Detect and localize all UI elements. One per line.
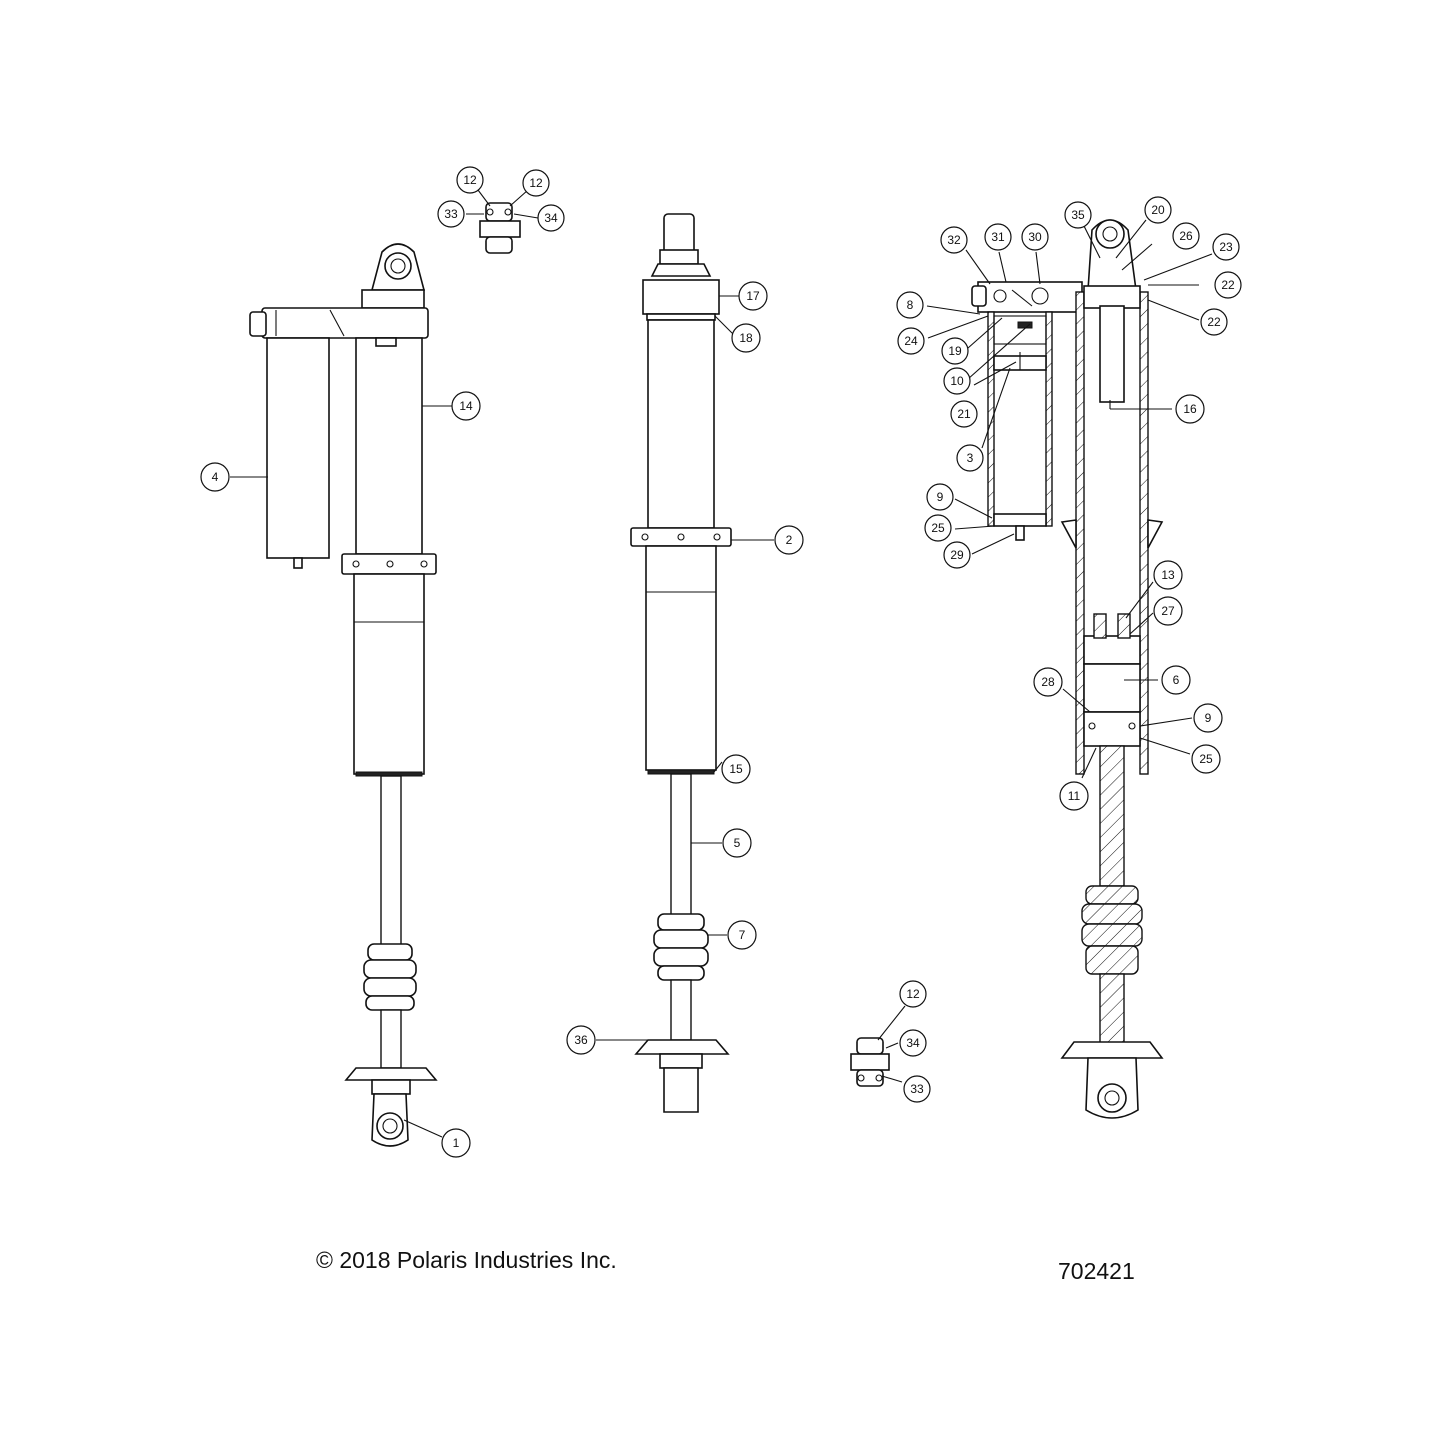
callout-29: 29 bbox=[943, 541, 971, 569]
svg-text:16: 16 bbox=[1183, 402, 1197, 416]
svg-text:4: 4 bbox=[212, 470, 219, 484]
callout-16: 16 bbox=[1175, 394, 1205, 424]
callout-17: 17 bbox=[738, 281, 768, 311]
svg-text:19: 19 bbox=[948, 344, 962, 358]
leader-lines bbox=[230, 189, 1213, 1138]
callouts: 12 12 33 34 4 14 1 17 18 2 15 5 7 36 12 … bbox=[200, 166, 1242, 1158]
svg-text:33: 33 bbox=[444, 207, 458, 221]
callout-25: 25 bbox=[1191, 744, 1221, 774]
svg-text:13: 13 bbox=[1161, 568, 1175, 582]
callout-22: 22 bbox=[1214, 271, 1242, 299]
callout-6: 6 bbox=[1161, 665, 1191, 695]
callout-19: 19 bbox=[941, 337, 969, 365]
svg-text:34: 34 bbox=[906, 1036, 920, 1050]
svg-text:21: 21 bbox=[957, 407, 971, 421]
callout-9: 9 bbox=[1193, 703, 1223, 733]
svg-text:35: 35 bbox=[1071, 208, 1085, 222]
svg-text:22: 22 bbox=[1221, 278, 1235, 292]
callout-26: 26 bbox=[1172, 222, 1200, 250]
svg-text:28: 28 bbox=[1041, 675, 1055, 689]
svg-text:29: 29 bbox=[950, 548, 964, 562]
svg-text:12: 12 bbox=[529, 176, 543, 190]
svg-text:25: 25 bbox=[1199, 752, 1213, 766]
callout-12: 12 bbox=[899, 980, 927, 1008]
callout-9: 9 bbox=[926, 483, 954, 511]
middle-shock-assembly bbox=[630, 213, 732, 1113]
figure-number: 702421 bbox=[1058, 1258, 1135, 1284]
callout-1: 1 bbox=[441, 1128, 471, 1158]
svg-text:10: 10 bbox=[950, 374, 964, 388]
svg-text:9: 9 bbox=[1205, 711, 1212, 725]
svg-text:6: 6 bbox=[1173, 673, 1180, 687]
callout-22: 22 bbox=[1200, 308, 1228, 336]
svg-text:31: 31 bbox=[991, 230, 1005, 244]
callout-24: 24 bbox=[897, 327, 925, 355]
callout-21: 21 bbox=[950, 400, 978, 428]
callout-34: 34 bbox=[537, 204, 565, 232]
copyright-text: © 2018 Polaris Industries Inc. bbox=[316, 1247, 617, 1273]
svg-text:11: 11 bbox=[1068, 789, 1081, 803]
callout-31: 31 bbox=[984, 223, 1012, 251]
svg-text:15: 15 bbox=[729, 762, 743, 776]
svg-text:25: 25 bbox=[931, 521, 945, 535]
bearing-set-bottom bbox=[850, 1037, 890, 1087]
callout-33: 33 bbox=[903, 1075, 931, 1103]
callout-18: 18 bbox=[731, 323, 761, 353]
callout-23: 23 bbox=[1212, 233, 1240, 261]
svg-text:14: 14 bbox=[459, 399, 473, 413]
bearing-set-top bbox=[479, 202, 521, 254]
callout-12: 12 bbox=[522, 169, 550, 197]
svg-text:32: 32 bbox=[947, 233, 961, 247]
callout-11: 11 bbox=[1059, 781, 1089, 811]
svg-text:23: 23 bbox=[1219, 240, 1233, 254]
callout-33: 33 bbox=[437, 200, 465, 228]
svg-text:27: 27 bbox=[1161, 604, 1175, 618]
callout-36: 36 bbox=[566, 1025, 596, 1055]
callout-5: 5 bbox=[722, 828, 752, 858]
callout-30: 30 bbox=[1021, 223, 1049, 251]
svg-text:22: 22 bbox=[1207, 315, 1221, 329]
svg-text:20: 20 bbox=[1151, 203, 1165, 217]
right-shock-cross-section bbox=[971, 219, 1164, 1119]
callout-35: 35 bbox=[1064, 201, 1092, 229]
callout-28: 28 bbox=[1033, 667, 1063, 697]
callout-8: 8 bbox=[896, 291, 924, 319]
svg-text:2: 2 bbox=[786, 533, 793, 547]
svg-text:17: 17 bbox=[746, 289, 760, 303]
svg-text:30: 30 bbox=[1028, 230, 1042, 244]
callout-4: 4 bbox=[200, 462, 230, 492]
svg-text:26: 26 bbox=[1179, 229, 1193, 243]
svg-text:8: 8 bbox=[907, 298, 914, 312]
svg-text:24: 24 bbox=[904, 334, 918, 348]
callout-25: 25 bbox=[924, 514, 952, 542]
callout-27: 27 bbox=[1153, 596, 1183, 626]
callout-34: 34 bbox=[899, 1029, 927, 1057]
svg-text:18: 18 bbox=[739, 331, 753, 345]
svg-text:7: 7 bbox=[739, 928, 746, 942]
callout-10: 10 bbox=[943, 367, 971, 395]
svg-text:5: 5 bbox=[734, 836, 741, 850]
svg-text:12: 12 bbox=[906, 987, 920, 1001]
callout-2: 2 bbox=[774, 525, 804, 555]
callout-14: 14 bbox=[451, 391, 481, 421]
callout-3: 3 bbox=[956, 444, 984, 472]
svg-text:36: 36 bbox=[574, 1033, 588, 1047]
svg-text:1: 1 bbox=[453, 1136, 460, 1150]
callout-20: 20 bbox=[1144, 196, 1172, 224]
svg-text:12: 12 bbox=[463, 173, 477, 187]
callout-12: 12 bbox=[456, 166, 484, 194]
svg-text:34: 34 bbox=[544, 211, 558, 225]
svg-text:9: 9 bbox=[937, 490, 944, 504]
callout-32: 32 bbox=[940, 226, 968, 254]
callout-7: 7 bbox=[727, 920, 757, 950]
svg-text:33: 33 bbox=[910, 1082, 924, 1096]
callout-15: 15 bbox=[721, 754, 751, 784]
left-shock-assembly bbox=[249, 243, 438, 1147]
callout-13: 13 bbox=[1153, 560, 1183, 590]
svg-text:3: 3 bbox=[967, 451, 974, 465]
